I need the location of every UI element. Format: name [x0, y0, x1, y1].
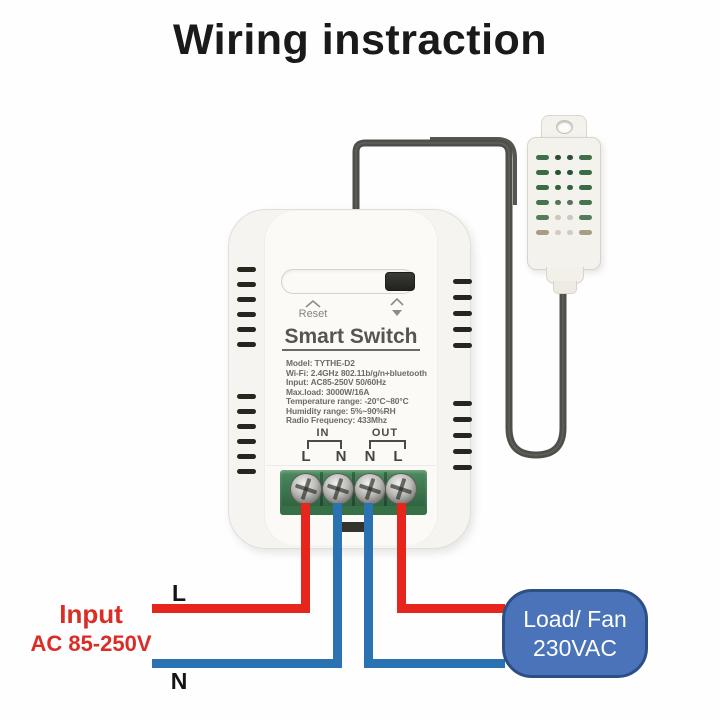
vent-slot	[237, 469, 256, 474]
vent-slot	[453, 465, 472, 470]
vent-slot	[237, 312, 256, 317]
neutral-input-wire	[333, 503, 342, 668]
neutral-output-wire	[364, 659, 505, 668]
vent-slot	[453, 433, 472, 438]
out-bracket	[369, 440, 406, 449]
neutral-output-wire	[364, 503, 373, 668]
spec-line: Model: TYTHE-D2	[286, 358, 355, 368]
vent-slot	[237, 327, 256, 332]
in-bracket	[307, 440, 342, 449]
device-specs: Model: TYTHE-D2 Wi-Fi: 2.4GHz 802.11b/g/…	[286, 358, 438, 426]
page-title: Wiring instraction	[172, 16, 548, 64]
sensor-cable-stub	[553, 281, 577, 294]
vent-slot	[237, 282, 256, 287]
load-badge-line1: Load/ Fan	[523, 605, 627, 632]
terminal-label-live-out: L	[393, 448, 403, 465]
vent-slot	[237, 409, 256, 414]
sensor-mounting-hole	[556, 120, 573, 134]
reset-caret-icon	[305, 299, 321, 308]
input-voltage: AC 85-250V	[30, 631, 152, 656]
vent-group-left-upper	[237, 267, 256, 347]
terminal-label-neutral-in: N	[335, 448, 347, 465]
vent-slot	[453, 449, 472, 454]
up-down-arrows-icon	[390, 297, 404, 316]
live-input-wire	[152, 604, 310, 613]
live-output-wire	[397, 604, 505, 613]
vent-slot	[237, 424, 256, 429]
reset-label: Reset	[298, 308, 328, 320]
spec-line: Radio Frequency: 433Mhz	[286, 415, 388, 425]
live-input-wire	[301, 503, 310, 613]
terminal-label-live-in: L	[301, 448, 311, 465]
vent-group-right-lower	[453, 401, 472, 470]
out-group-label: OUT	[371, 427, 399, 439]
load-badge: Load/ Fan 230VAC	[502, 589, 648, 678]
neutral-label: N	[170, 668, 188, 694]
sensor-vent-row	[536, 170, 592, 175]
vent-slot	[453, 343, 472, 348]
sensor-vent-row	[536, 155, 592, 160]
terminal-label-neutral-out: N	[364, 448, 376, 465]
live-label: L	[171, 580, 187, 606]
sensor-vent-grid	[536, 155, 592, 245]
spec-line: Humidity range: 5%~90%RH	[286, 405, 396, 416]
terminal-block-lower	[280, 506, 427, 515]
case-slot	[340, 522, 368, 532]
sensor-vent-row	[536, 185, 592, 190]
live-output-wire	[397, 503, 406, 613]
load-badge-line2: 230VAC	[533, 634, 617, 661]
vent-slot	[453, 295, 472, 300]
vent-slot	[453, 401, 472, 406]
vent-slot	[453, 279, 472, 284]
device-name: Smart Switch	[264, 325, 438, 351]
input-title: Input	[59, 599, 123, 629]
vent-slot	[237, 394, 256, 399]
vent-group-left-lower	[237, 394, 256, 474]
panel-seam	[266, 465, 436, 466]
spec-line: Input: AC85-250V 50/60Hz	[286, 377, 387, 387]
sensor-vent-row	[536, 200, 592, 205]
vent-slot	[237, 297, 256, 302]
vent-group-right-upper	[453, 279, 472, 348]
vent-slot	[453, 311, 472, 316]
sensor-vent-row	[536, 230, 592, 235]
spec-line: Wi-Fi: 2.4GHz 802.11b/g/n+bluetooth	[286, 367, 427, 378]
sensor-vent-row	[536, 215, 592, 220]
vent-slot	[237, 342, 256, 347]
vent-slot	[237, 439, 256, 444]
neutral-input-wire	[152, 659, 342, 668]
spec-line: Max.load: 3000W/16A	[286, 386, 370, 397]
vent-slot	[453, 327, 472, 332]
in-group-label: IN	[316, 427, 330, 439]
vent-slot	[237, 267, 256, 272]
spec-line: Temperature range: -20°C~80°C	[286, 396, 409, 406]
pairing-button[interactable]	[385, 272, 415, 291]
vent-slot	[237, 454, 256, 459]
vent-slot	[453, 417, 472, 422]
